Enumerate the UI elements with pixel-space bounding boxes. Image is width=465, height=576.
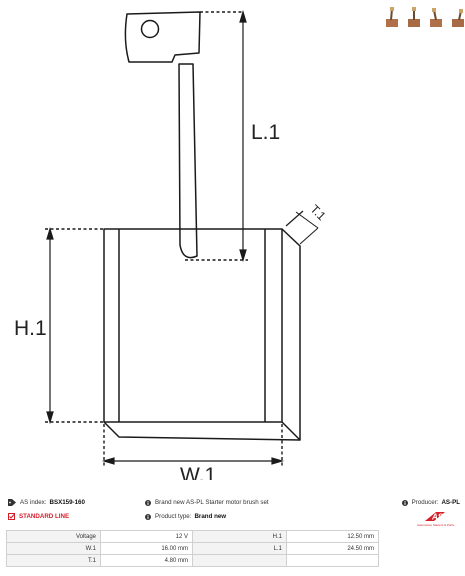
info-icon	[145, 499, 151, 506]
checkbox-icon	[8, 513, 15, 520]
brush-side-face	[281, 228, 301, 441]
logo-text: AS	[431, 513, 444, 522]
param-value: 4.80 mm	[100, 554, 193, 567]
standard-line: STANDARD LINE	[8, 513, 69, 520]
param-value: 16.00 mm	[100, 542, 193, 555]
param-value	[286, 554, 379, 567]
product-description: Brand new AS-PL Starter motor brush set	[145, 499, 269, 506]
producer-label: Producer:	[411, 499, 439, 506]
brush-bottom-face	[103, 421, 301, 441]
terminal-hole	[140, 19, 160, 39]
brush-thumbnail-1[interactable]	[384, 6, 401, 28]
as-index-value: BSX159-160	[49, 499, 85, 506]
param-label: L.1	[192, 542, 287, 555]
height-label: H.1	[14, 317, 47, 340]
brush-thumbnail-4[interactable]	[450, 6, 465, 28]
param-label: T.1	[6, 554, 101, 567]
info-icon	[401, 499, 408, 506]
technical-drawing: L.1 H.1 W.1 T.1	[14, 9, 329, 480]
info-icon	[145, 513, 151, 520]
brand-logo: AS Automotive Starters & Parts	[417, 511, 454, 527]
param-value: 24.50 mm	[286, 542, 379, 555]
as-index: AS index: BSX159-160	[8, 499, 85, 506]
thickness-dimension-line	[285, 210, 304, 227]
producer: Producer: AS-PL	[401, 499, 460, 506]
product-type-value: Brand new	[194, 513, 227, 520]
producer-value: AS-PL	[441, 499, 460, 506]
param-value: 12 V	[100, 530, 193, 543]
as-index-label: AS index:	[20, 499, 47, 506]
param-label	[192, 554, 287, 567]
tag-icon	[8, 499, 16, 506]
param-label: Voltage	[6, 530, 101, 543]
param-label: W.1	[6, 542, 101, 555]
product-info: AS index: BSX159-160 Brand new AS-PL Sta…	[8, 499, 460, 527]
lead-wire	[178, 63, 198, 259]
line-label: STANDARD LINE	[19, 513, 70, 520]
length-label: L.1	[251, 121, 280, 144]
as-pl-logo: AS	[425, 512, 446, 522]
thickness-label: T.1	[307, 202, 328, 223]
param-value: 12.50 mm	[286, 530, 379, 543]
brush-body	[103, 228, 283, 423]
brush-thumbnail-2[interactable]	[406, 6, 423, 28]
product-type: Product type: Brand new	[145, 513, 226, 520]
description-text: Brand new AS-PL Starter motor brush set	[155, 499, 269, 506]
terminal-lug	[124, 11, 201, 63]
width-label: W.1	[180, 464, 216, 480]
param-label: H.1	[192, 530, 287, 543]
logo-subtext: Automotive Starters & Parts	[416, 523, 454, 527]
product-type-label: Product type:	[155, 513, 192, 520]
product-thumbnails	[384, 6, 465, 28]
brush-thumbnail-3[interactable]	[428, 6, 445, 28]
